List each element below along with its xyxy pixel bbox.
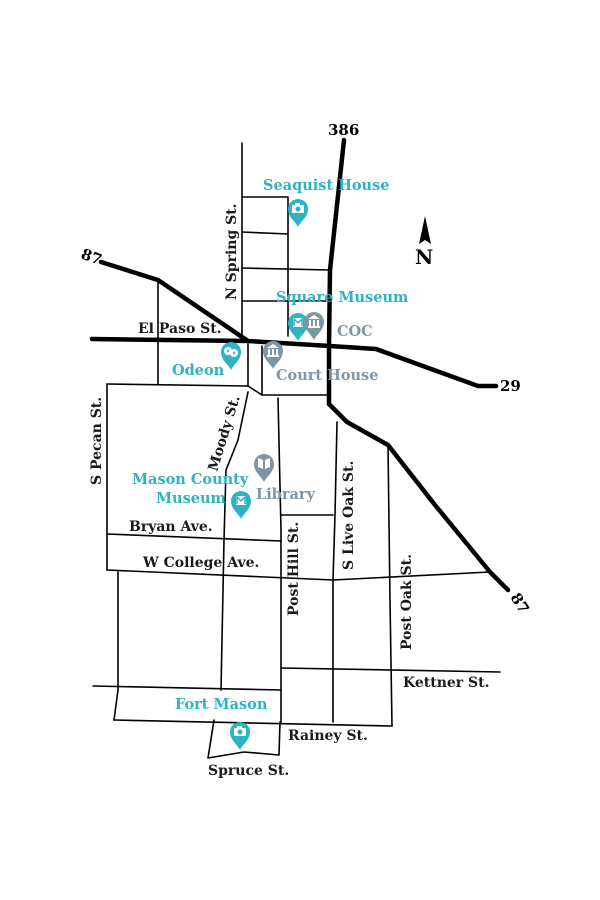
poi-square-museum[interactable]: Square Museum — [276, 289, 409, 341]
fort-mason-label: Fort Mason — [175, 696, 268, 713]
museum-icon — [231, 491, 251, 519]
poi-court-house[interactable]: Court House — [263, 341, 378, 384]
highway-386-label: 386 — [328, 121, 359, 139]
book-icon — [254, 454, 274, 482]
spruce-street-line — [207, 719, 281, 759]
library-label: Library — [256, 486, 316, 503]
highway-87-west-line — [98, 259, 251, 344]
street-network — [92, 142, 501, 759]
rainey-street-line — [113, 719, 393, 727]
building-icon — [304, 312, 324, 340]
highway-29-label: 29 — [500, 377, 521, 395]
moody-street-line — [220, 391, 249, 691]
building-icon — [263, 341, 283, 369]
theater-icon — [221, 342, 241, 370]
square-museum-label: Square Museum — [276, 289, 409, 306]
south-of-elpaso-line — [106, 383, 331, 396]
north-block-lines — [241, 196, 331, 337]
highway-87-south-label: 87 — [507, 590, 533, 617]
museum-icon — [288, 313, 308, 341]
s-pecan-street-label: S Pecan St. — [89, 397, 105, 485]
north-arrow-icon — [419, 216, 431, 244]
rainey-street-label: Rainey St. — [288, 728, 368, 744]
s-live-oak-street-line — [332, 421, 338, 723]
poi-odeon[interactable]: Odeon — [172, 342, 241, 379]
post-hill-street-line — [277, 397, 282, 723]
kettner-street-line — [280, 667, 501, 673]
el-paso-street-label: El Paso St. — [138, 321, 222, 337]
kettner-street-label: Kettner St. — [403, 675, 490, 691]
poi-mason-county-museum[interactable]: Mason County Museum — [132, 471, 251, 519]
north-arrow: N — [415, 216, 433, 269]
highway-87-west-label: 87 — [79, 245, 105, 269]
seaquist-house-label: Seaquist House — [263, 177, 390, 194]
w-college-avenue-label: W College Ave. — [142, 555, 259, 571]
west-crossing-street-line — [92, 685, 282, 691]
camera-icon — [230, 722, 250, 750]
mason-county-museum-label-line2: Museum — [156, 490, 227, 507]
moody-street-label: Moody St. — [206, 393, 244, 473]
spruce-street-label: Spruce St. — [208, 763, 289, 779]
mason-county-museum-label-line1: Mason County — [132, 471, 249, 488]
poi-seaquist-house[interactable]: Seaquist House — [263, 177, 390, 227]
bryan-avenue-label: Bryan Ave. — [129, 519, 213, 535]
s-live-oak-street-label: S Live Oak St. — [341, 461, 357, 570]
camera-icon — [288, 199, 308, 227]
court-house-label: Court House — [276, 367, 378, 384]
square-verticals — [247, 343, 263, 396]
highway-386-line — [326, 137, 511, 593]
coc-label: COC — [337, 323, 373, 340]
sw-vertical-line — [113, 571, 119, 721]
post-hill-street-label: Post Hill St. — [286, 522, 302, 616]
poi-fort-mason[interactable]: Fort Mason — [175, 696, 268, 750]
poi-library[interactable]: Library — [254, 454, 316, 503]
odeon-label: Odeon — [172, 362, 225, 379]
highway-network — [89, 137, 511, 593]
poi-coc[interactable]: COC — [304, 312, 373, 340]
post-oak-street-label: Post Oak St. — [399, 554, 415, 650]
post-oak-street-line — [387, 444, 393, 727]
n-spring-street-label: N Spring St. — [224, 203, 240, 300]
highway-29-line — [89, 336, 499, 389]
bryan-avenue-line — [106, 533, 282, 542]
north-label: N — [415, 245, 433, 269]
